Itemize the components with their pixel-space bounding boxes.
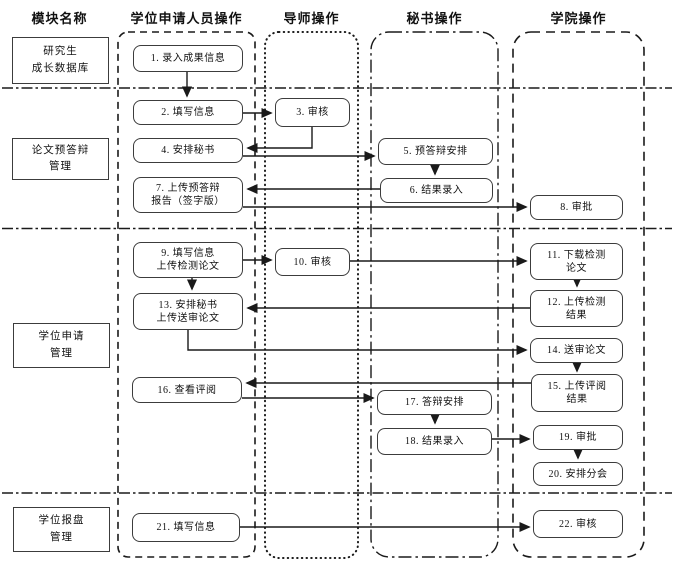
flow-box-7-upload-report: 7. 上传预答辩 报告（签字版）: [133, 177, 243, 213]
header-supervisor-lane: 导师操作: [283, 10, 340, 26]
flow-box-3-review: 3. 审核: [275, 98, 350, 127]
module-box-predefense-mgmt: 论文预答辩 管理: [12, 138, 109, 180]
flow-box-16-view-review: 16. 查看评阅: [132, 377, 242, 403]
flow-box-9-fill-upload-thesis: 9. 填写信息 上传检测论文: [133, 242, 243, 278]
flow-box-11-download-thesis: 11. 下载检测 论文: [530, 243, 623, 280]
header-college-lane: 学院操作: [550, 10, 607, 26]
flow-box-21-fill-info: 21. 填写信息: [132, 513, 240, 542]
arrow-3-4: [246, 127, 313, 154]
header-secretary-lane: 秘书操作: [406, 10, 463, 26]
module-box-degree-report: 学位报盘 管理: [13, 507, 110, 552]
flow-box-10-review: 10. 审核: [275, 248, 350, 276]
flow-box-6-enter-results: 6. 结果录入: [380, 178, 493, 203]
lane-secretary: [370, 31, 499, 558]
flow-box-18-enter-results: 18. 结果录入: [377, 428, 492, 455]
arrow-13-14: [187, 330, 528, 356]
flow-box-15-upload-review-result: 15. 上传评阅 结果: [531, 374, 623, 412]
lane-supervisor: [264, 31, 359, 559]
flow-box-14-send-thesis: 14. 送审论文: [530, 338, 623, 363]
flow-box-1-enter-achievements: 1. 录入成果信息: [133, 45, 243, 72]
flow-box-5-predefense-schedule: 5. 预答辩安排: [378, 138, 493, 165]
flow-box-2-fill-info: 2. 填写信息: [133, 100, 243, 125]
module-box-growth-database: 研究生 成长数据库: [12, 37, 109, 84]
flow-box-8-approve: 8. 审批: [530, 195, 623, 220]
flow-box-12-upload-check-result: 12. 上传检测 结果: [530, 290, 623, 327]
lane-applicant: [117, 31, 256, 558]
flow-box-17-defense-schedule: 17. 答辩安排: [377, 390, 492, 415]
flow-box-13-arrange-upload: 13. 安排秘书 上传送审论文: [133, 293, 243, 330]
module-box-degree-application: 学位申请 管理: [13, 323, 110, 368]
flow-box-19-approve: 19. 审批: [533, 425, 623, 450]
header-applicant-lane: 学位申请人员操作: [130, 10, 243, 26]
flow-box-4-arrange-secretary: 4. 安排秘书: [133, 138, 243, 163]
flow-box-20-arrange-subcommittee: 20. 安排分会: [533, 462, 623, 486]
header-module-name: 模块名称: [31, 10, 88, 26]
flow-box-22-review: 22. 审核: [533, 510, 623, 538]
lane-college: [512, 31, 645, 558]
